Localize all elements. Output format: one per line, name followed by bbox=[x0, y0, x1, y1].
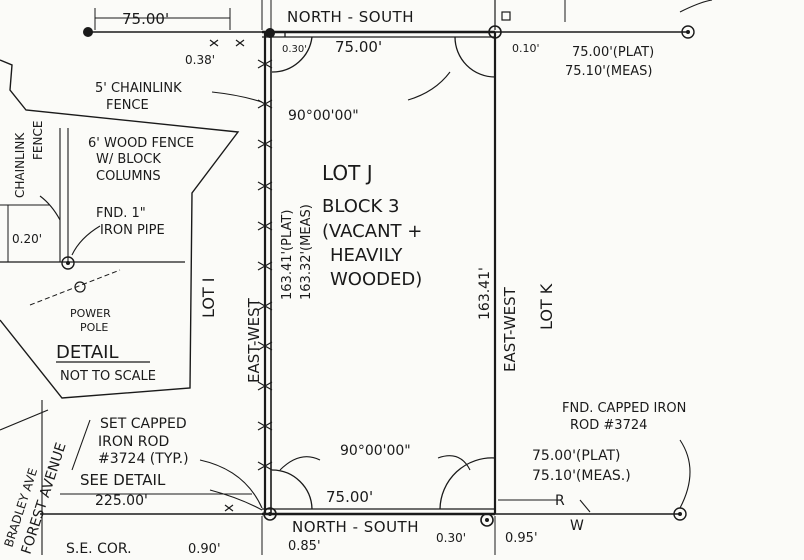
east-line-label: EAST-WEST bbox=[501, 286, 519, 372]
offset-020: 0.20' bbox=[12, 232, 42, 246]
note-line-3: WOODED) bbox=[330, 269, 422, 290]
fnd-pipe-1: FND. 1" bbox=[96, 206, 146, 221]
leader-lines bbox=[199, 0, 713, 513]
fnd-capped-2: ROD #3724 bbox=[570, 418, 647, 433]
offset-030-top: 0.30' bbox=[282, 44, 307, 55]
note-line-2: HEAVILY bbox=[330, 245, 403, 266]
offset-095: 0.95' bbox=[505, 531, 538, 546]
power-pole-1: POWER bbox=[70, 307, 111, 320]
fnd-pipe-2: IRON PIPE bbox=[100, 223, 165, 238]
south-line-extension bbox=[40, 493, 680, 555]
fnd-capped-1: FND. CAPPED IRON bbox=[562, 401, 686, 416]
right-bottom-meas: 75.10'(MEAS.) bbox=[532, 468, 631, 484]
detail-title: DETAIL bbox=[56, 342, 118, 363]
chainlink-label-1: 5' CHAINLINK bbox=[95, 81, 182, 96]
right-top-meas: 75.10'(MEAS) bbox=[565, 64, 653, 79]
street-lines bbox=[0, 400, 91, 555]
detail-inset bbox=[0, 59, 240, 399]
wood-fence-3: COLUMNS bbox=[96, 169, 161, 184]
lot-east-label: LOT K bbox=[537, 283, 556, 330]
offset-038: 0.38' bbox=[185, 53, 215, 67]
west-plat-dim: 163.41'(PLAT) bbox=[280, 210, 295, 300]
chainlink-vertical-2: FENCE bbox=[31, 121, 45, 160]
south-line-label: NORTH - SOUTH bbox=[292, 518, 419, 536]
dim-225: 225.00' bbox=[95, 493, 148, 509]
set-capped-1: SET CAPPED bbox=[100, 416, 187, 432]
offset-085: 0.85' bbox=[288, 539, 321, 554]
offset-030-bottom: 0.30' bbox=[436, 531, 466, 545]
chainlink-label-2: FENCE bbox=[106, 98, 149, 113]
right-top-plat: 75.00'(PLAT) bbox=[572, 45, 654, 60]
angle-top: 90°00'00" bbox=[288, 108, 359, 124]
detail-note: NOT TO SCALE bbox=[60, 369, 156, 384]
wood-fence-1: 6' WOOD FENCE bbox=[88, 136, 194, 151]
top-lot-dim: 75.00' bbox=[335, 38, 382, 56]
note-line-1: (VACANT + bbox=[322, 221, 422, 242]
lot-title: LOT J bbox=[322, 161, 373, 185]
row-w: W bbox=[570, 518, 584, 534]
offset-090: 0.90' bbox=[188, 542, 221, 555]
chainlink-vertical-1: CHAINLINK bbox=[13, 132, 27, 198]
north-line-extension bbox=[88, 0, 688, 33]
angle-bottom: 90°00'00" bbox=[340, 443, 411, 459]
see-detail: SEE DETAIL bbox=[80, 471, 166, 489]
north-line-label: NORTH - SOUTH bbox=[287, 8, 414, 26]
lot-j-boundary bbox=[262, 30, 497, 516]
west-meas-dim: 163.32'(MEAS) bbox=[299, 204, 314, 300]
row-r: R bbox=[555, 493, 565, 509]
west-line-label: EAST-WEST bbox=[245, 297, 263, 383]
right-bottom-plat: 75.00'(PLAT) bbox=[532, 448, 620, 464]
lot-west-label: LOT I bbox=[199, 277, 218, 318]
set-capped-3: #3724 (TYP.) bbox=[98, 451, 189, 467]
bottom-lot-dim: 75.00' bbox=[326, 488, 373, 506]
set-capped-2: IRON ROD bbox=[98, 434, 169, 450]
block-label: BLOCK 3 bbox=[322, 196, 399, 217]
offset-010: 0.10' bbox=[512, 42, 540, 55]
se-cor: S.E. COR. bbox=[66, 541, 132, 555]
power-pole-2: POLE bbox=[80, 321, 108, 334]
labels: 75.00' NORTH - SOUTH 0.38' 0.30' 75.00' … bbox=[2, 8, 687, 557]
wood-fence-2: W/ BLOCK bbox=[96, 152, 161, 167]
top-left-dim: 75.00' bbox=[122, 10, 169, 28]
chainlink-fence-ticks bbox=[209, 39, 273, 512]
angle-arcs bbox=[271, 31, 496, 510]
east-lot-dim: 163.41' bbox=[477, 267, 493, 320]
